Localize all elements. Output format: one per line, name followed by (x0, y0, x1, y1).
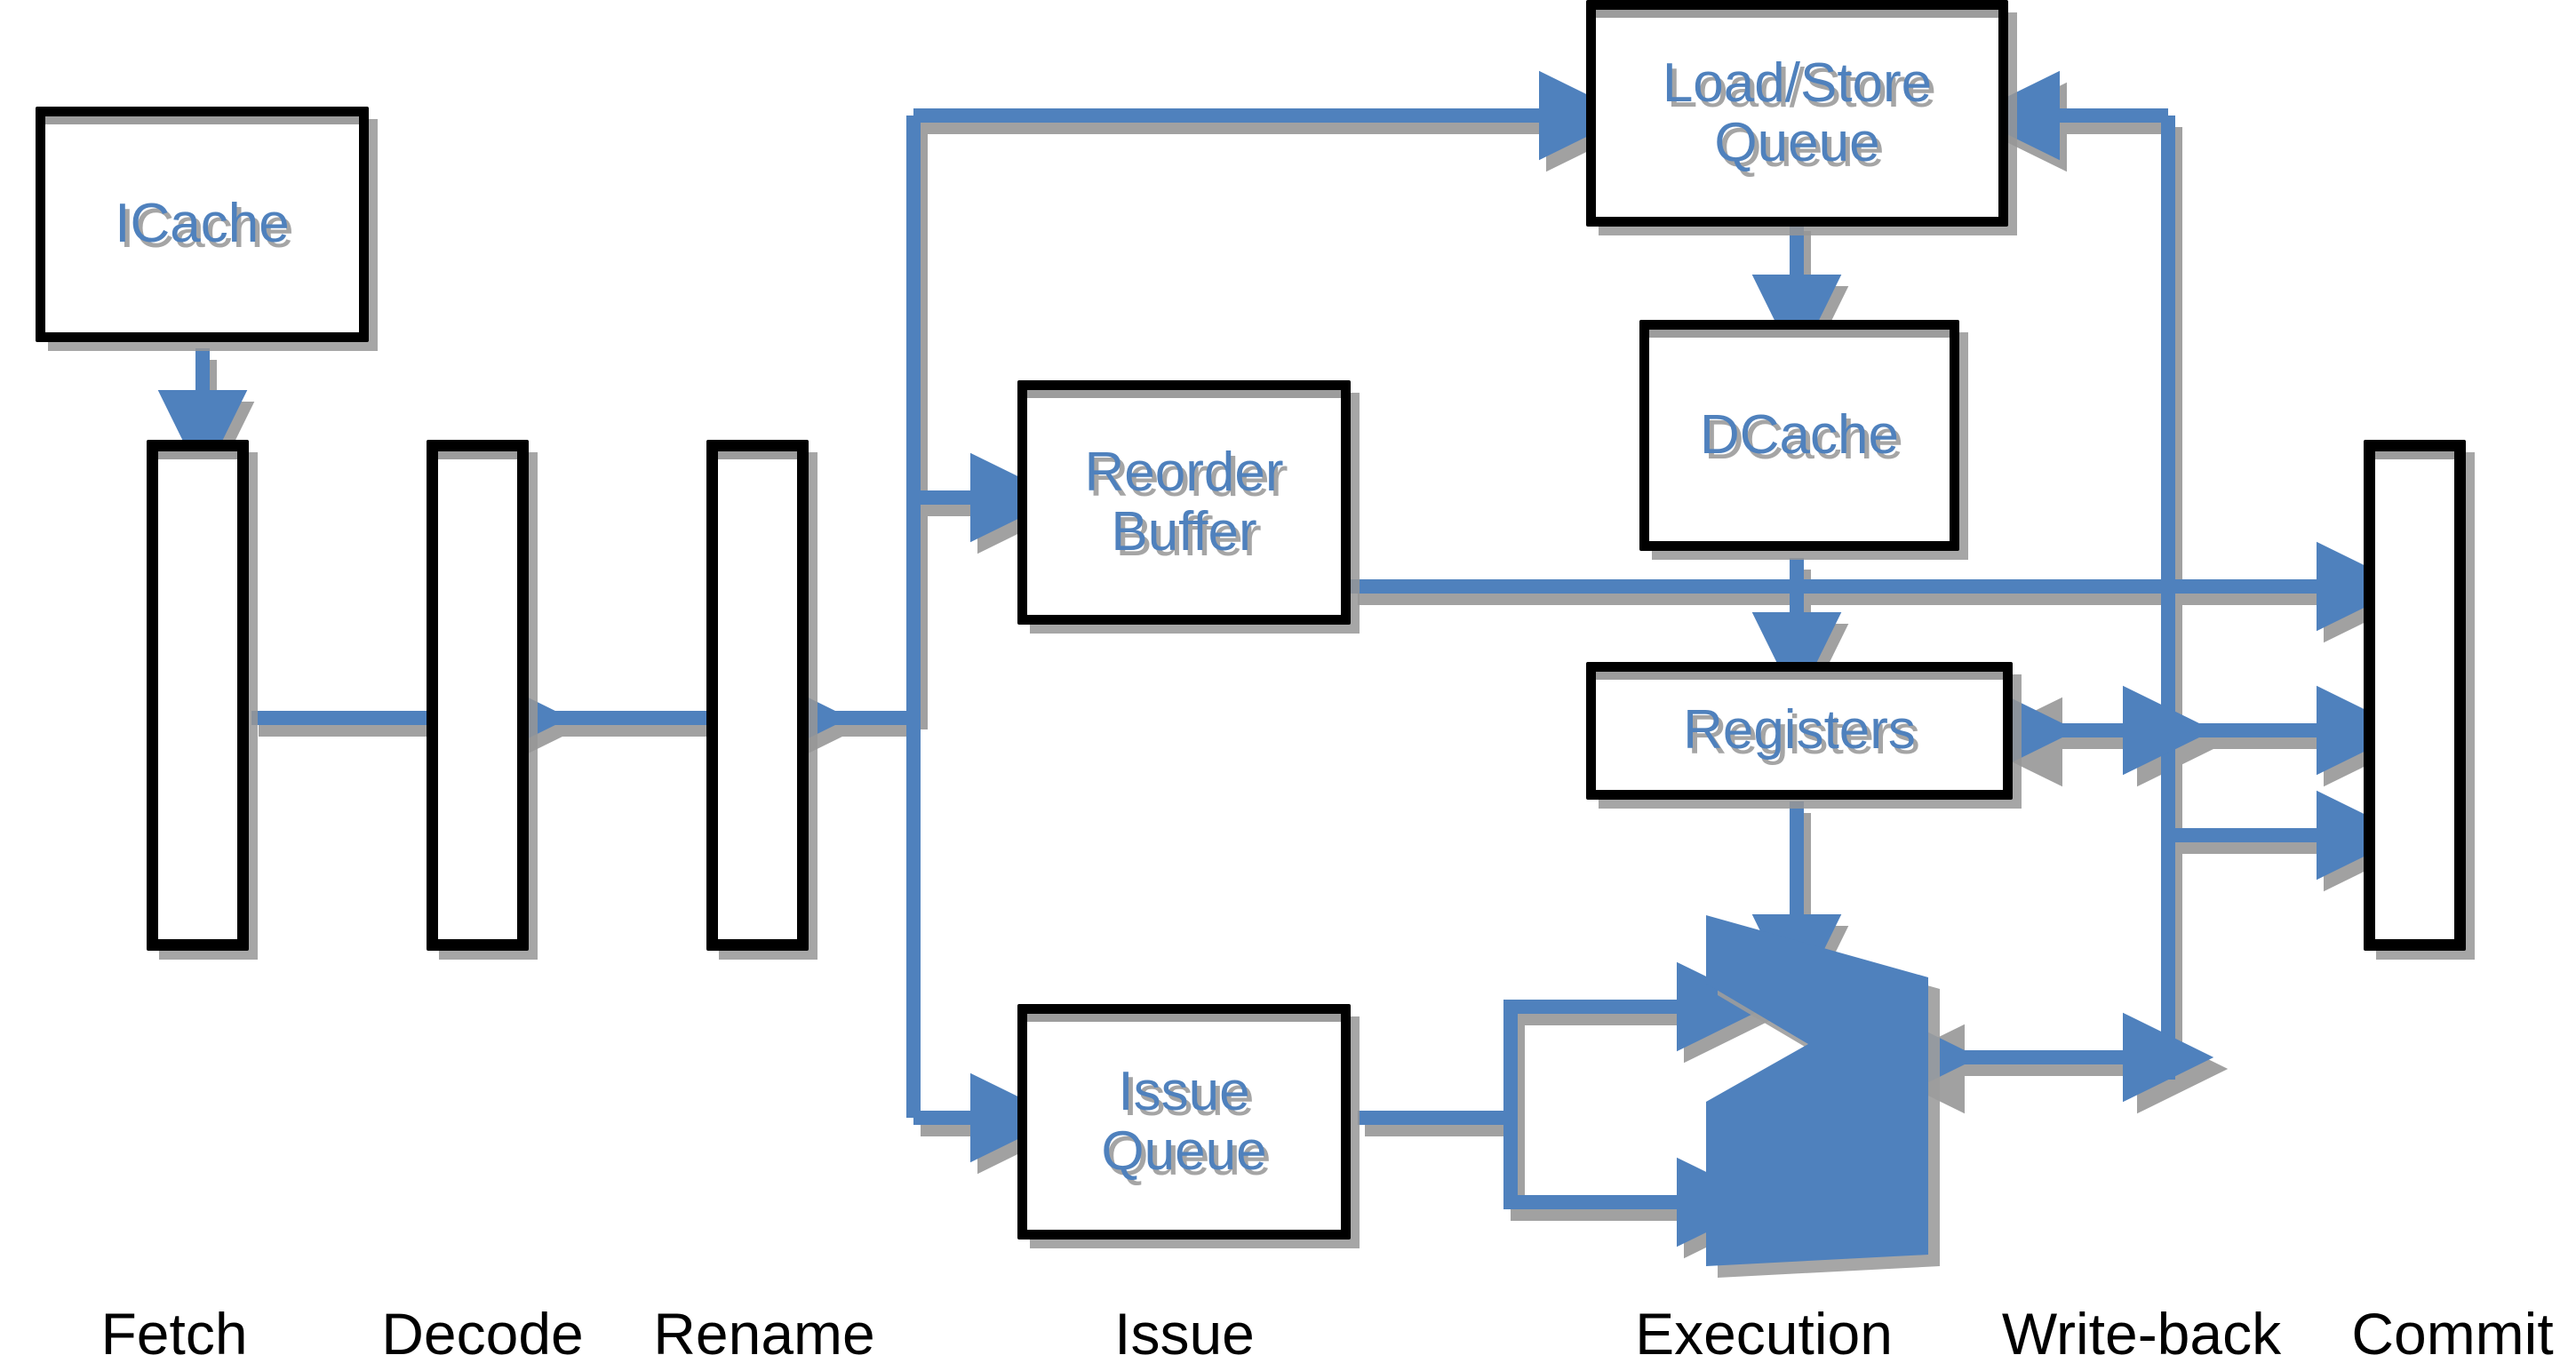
stage-label-fetch: Fetch (100, 1301, 248, 1367)
box-reorder-buffer-label: Reorder Buffer (1084, 441, 1284, 562)
stage-label-rename: Rename (653, 1301, 875, 1367)
box-registers-label: Registers (1683, 699, 1916, 761)
box-issue-queue[interactable]: Issue Queue (1017, 1004, 1351, 1239)
pipeline-register-commit[interactable] (2364, 440, 2466, 951)
box-registers[interactable]: Registers (1586, 662, 2013, 800)
pipeline-register-fetch-decode[interactable] (147, 440, 249, 951)
box-issue-queue-label: Issue Queue (1101, 1060, 1267, 1182)
pipeline-register-rename-issue[interactable] (706, 440, 809, 951)
alu-shape-group (1706, 915, 1940, 1278)
box-dcache[interactable]: DCache (1639, 320, 1959, 551)
stage-label-execution: Execution (1635, 1301, 1893, 1367)
pipeline-register-decode-rename[interactable] (427, 440, 529, 951)
connector-lines (157, 70, 2408, 1247)
box-icache-label: ICache (115, 193, 290, 255)
box-load-store-queue-label: Load/Store Queue (1662, 52, 1933, 173)
box-icache[interactable]: ICache (36, 107, 369, 342)
stage-label-write-back: Write-back (2001, 1301, 2282, 1367)
box-dcache-label: DCache (1700, 403, 1899, 466)
wire-issue-queue-to-alu-upper (1358, 961, 1768, 1125)
box-reorder-buffer[interactable]: Reorder Buffer (1017, 380, 1351, 625)
stage-label-issue: Issue (1114, 1301, 1255, 1367)
wire-issue-queue-to-alu-lower (1503, 1118, 1768, 1247)
alu-shape (1706, 915, 1928, 1266)
stage-label-commit: Commit (2351, 1301, 2554, 1367)
box-load-store-queue[interactable]: Load/Store Queue (1586, 0, 2008, 227)
stage-label-decode: Decode (381, 1301, 584, 1367)
